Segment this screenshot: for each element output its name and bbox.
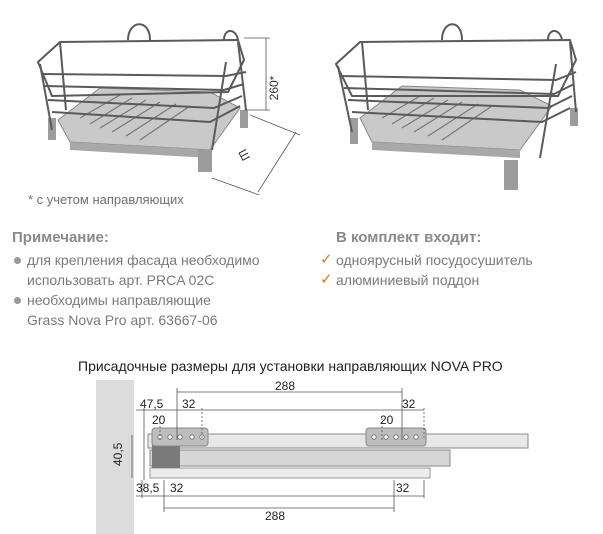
footnote: * с учетом направляющих: [28, 192, 184, 207]
check-icon: ✓: [320, 271, 333, 288]
kit-item-label: алюминиевый поддон: [336, 272, 480, 288]
dimension-label: 32: [182, 397, 196, 411]
list-item: ✓ одноярусный посудосушитель: [320, 250, 600, 270]
dimension-label: 32: [402, 397, 416, 411]
dimension-label: 288: [275, 380, 295, 393]
note-item-line: Grass Nova Pro арт. 63667-06: [27, 312, 218, 328]
note-list: для крепления фасада необходимо использо…: [12, 250, 312, 330]
mounting-dimensions-drawing: 288 47,5 32 20 20 32 40,5 38,5 32 32 288: [96, 380, 529, 534]
basket-image: [334, 23, 578, 190]
note-item-line: для крепления фасада необходимо: [27, 252, 260, 268]
dimension-label: 40,5: [111, 442, 125, 466]
basket-with-dimensions-image: [36, 23, 301, 195]
height-dimension-label: 260*: [267, 75, 281, 100]
dimension-label: 20: [152, 413, 166, 427]
note-item-line: использовать арт. PRCA 02C: [27, 272, 215, 288]
dimension-label: 288: [265, 509, 285, 523]
list-item: необходимы направляющие Grass Nova Pro а…: [12, 290, 312, 330]
kit-item-label: одноярусный посудосушитель: [336, 252, 533, 268]
list-item: ✓ алюминиевый поддон: [320, 270, 600, 290]
bullet-icon: [14, 257, 21, 264]
dimension-label: 32: [170, 481, 184, 495]
kit-title: В комплект входит:: [336, 229, 482, 246]
product-illustrations: 260* Ш: [36, 23, 578, 195]
list-item: для крепления фасада необходимо использо…: [12, 250, 312, 290]
dimensions-title: Присадочные размеры для установки направ…: [78, 358, 503, 374]
dimension-label: 20: [380, 413, 394, 427]
dimension-label: 38,5: [136, 481, 160, 495]
bullet-icon: [14, 297, 21, 304]
note-item-line: необходимы направляющие: [27, 292, 211, 308]
dimension-label: 32: [396, 481, 410, 495]
width-dimension-label: Ш: [235, 147, 253, 163]
check-icon: ✓: [320, 251, 333, 268]
note-title: Примечание:: [12, 229, 109, 246]
dimension-label: 47,5: [140, 397, 164, 411]
kit-list: ✓ одноярусный посудосушитель ✓ алюминиев…: [320, 250, 600, 290]
